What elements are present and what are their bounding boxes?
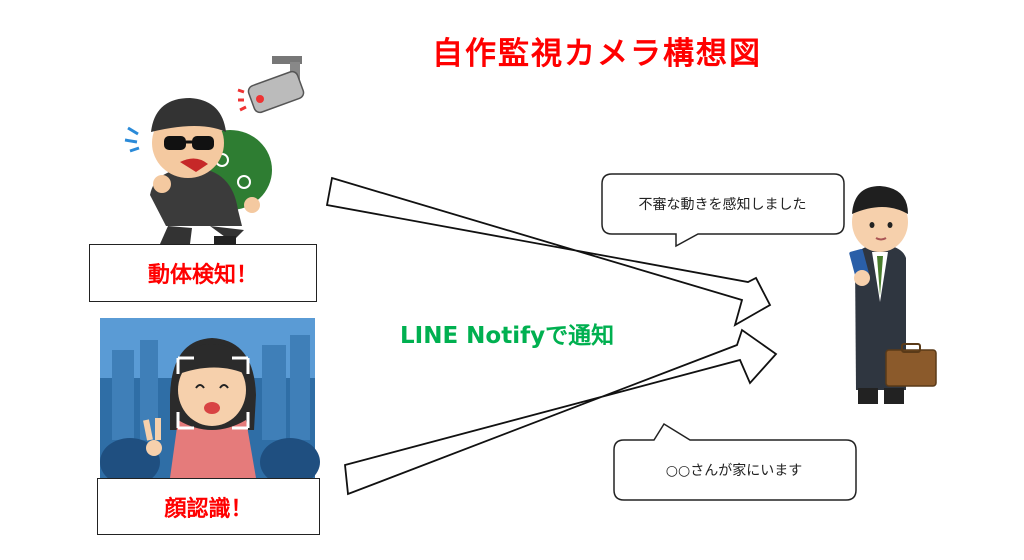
speech-bubble-home bbox=[613, 422, 857, 501]
arrow-motion-to-person bbox=[325, 176, 772, 327]
motion-detection-label: 動体検知！ bbox=[89, 244, 317, 302]
line-notify-label: LINE Notifyで通知 bbox=[400, 323, 615, 349]
speech-bubble-motion bbox=[601, 173, 845, 248]
businessman-illustration bbox=[849, 186, 937, 404]
speech-bubble-home-text: ○○さんが家にいます bbox=[665, 463, 803, 479]
diagram-title: 自作監視カメラ構想図 bbox=[432, 36, 762, 72]
security-camera-icon bbox=[237, 56, 305, 114]
arrow-face-to-person bbox=[344, 328, 778, 496]
speech-bubble-motion-text: 不審な動きを感知しました bbox=[638, 197, 807, 213]
face-recognition-illustration bbox=[100, 318, 320, 486]
thief-illustration bbox=[124, 98, 272, 246]
face-recognition-label: 顔認識！ bbox=[97, 478, 320, 535]
